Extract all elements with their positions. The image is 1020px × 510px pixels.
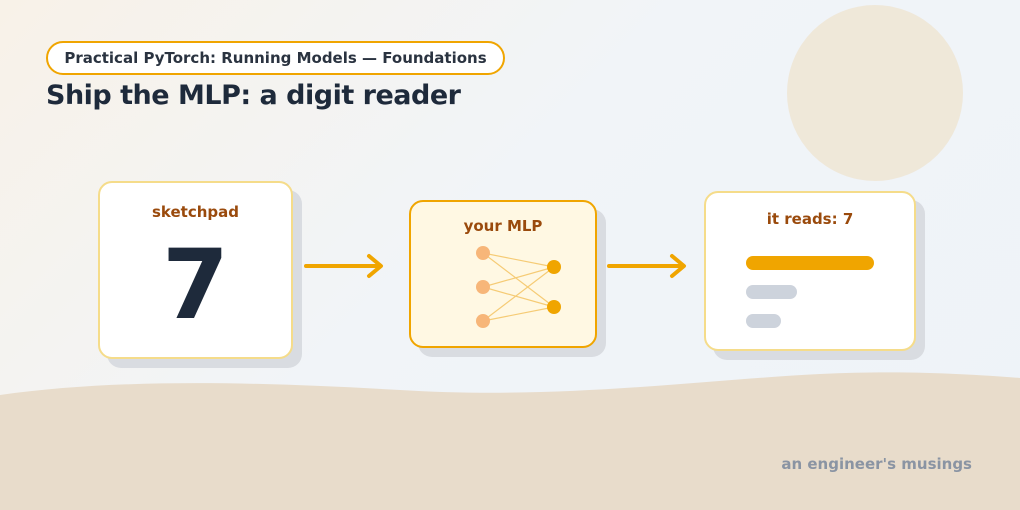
footer-credit: an engineer's musings [781,455,972,473]
output-node [547,300,561,314]
probability-bar [746,285,797,299]
network-diagram [476,246,561,328]
output-card: it reads: 7 [704,191,916,351]
drawn-digit: 7 [162,229,229,341]
sketchpad-label: sketchpad [151,203,239,221]
probability-bar [746,256,874,270]
series-label: Practical PyTorch: Running Models — Foun… [64,49,487,67]
decorative-sun [787,5,963,181]
sand-dune [0,372,1020,510]
output-node [547,260,561,274]
arrow-icon [607,254,686,278]
series-badge: Practical PyTorch: Running Models — Foun… [46,41,505,75]
input-node [476,280,490,294]
page-title: Ship the MLP: a digit reader [46,80,461,111]
mlp-card: your MLP [409,200,597,348]
input-node [476,314,490,328]
input-node [476,246,490,260]
sketchpad-card: sketchpad 7 [98,181,293,359]
probability-bar [746,314,781,328]
prediction-label: it reads: 7 [766,210,854,228]
arrow-icon [304,254,383,278]
network-edges [482,252,555,322]
mlp-label: your MLP [463,217,543,235]
